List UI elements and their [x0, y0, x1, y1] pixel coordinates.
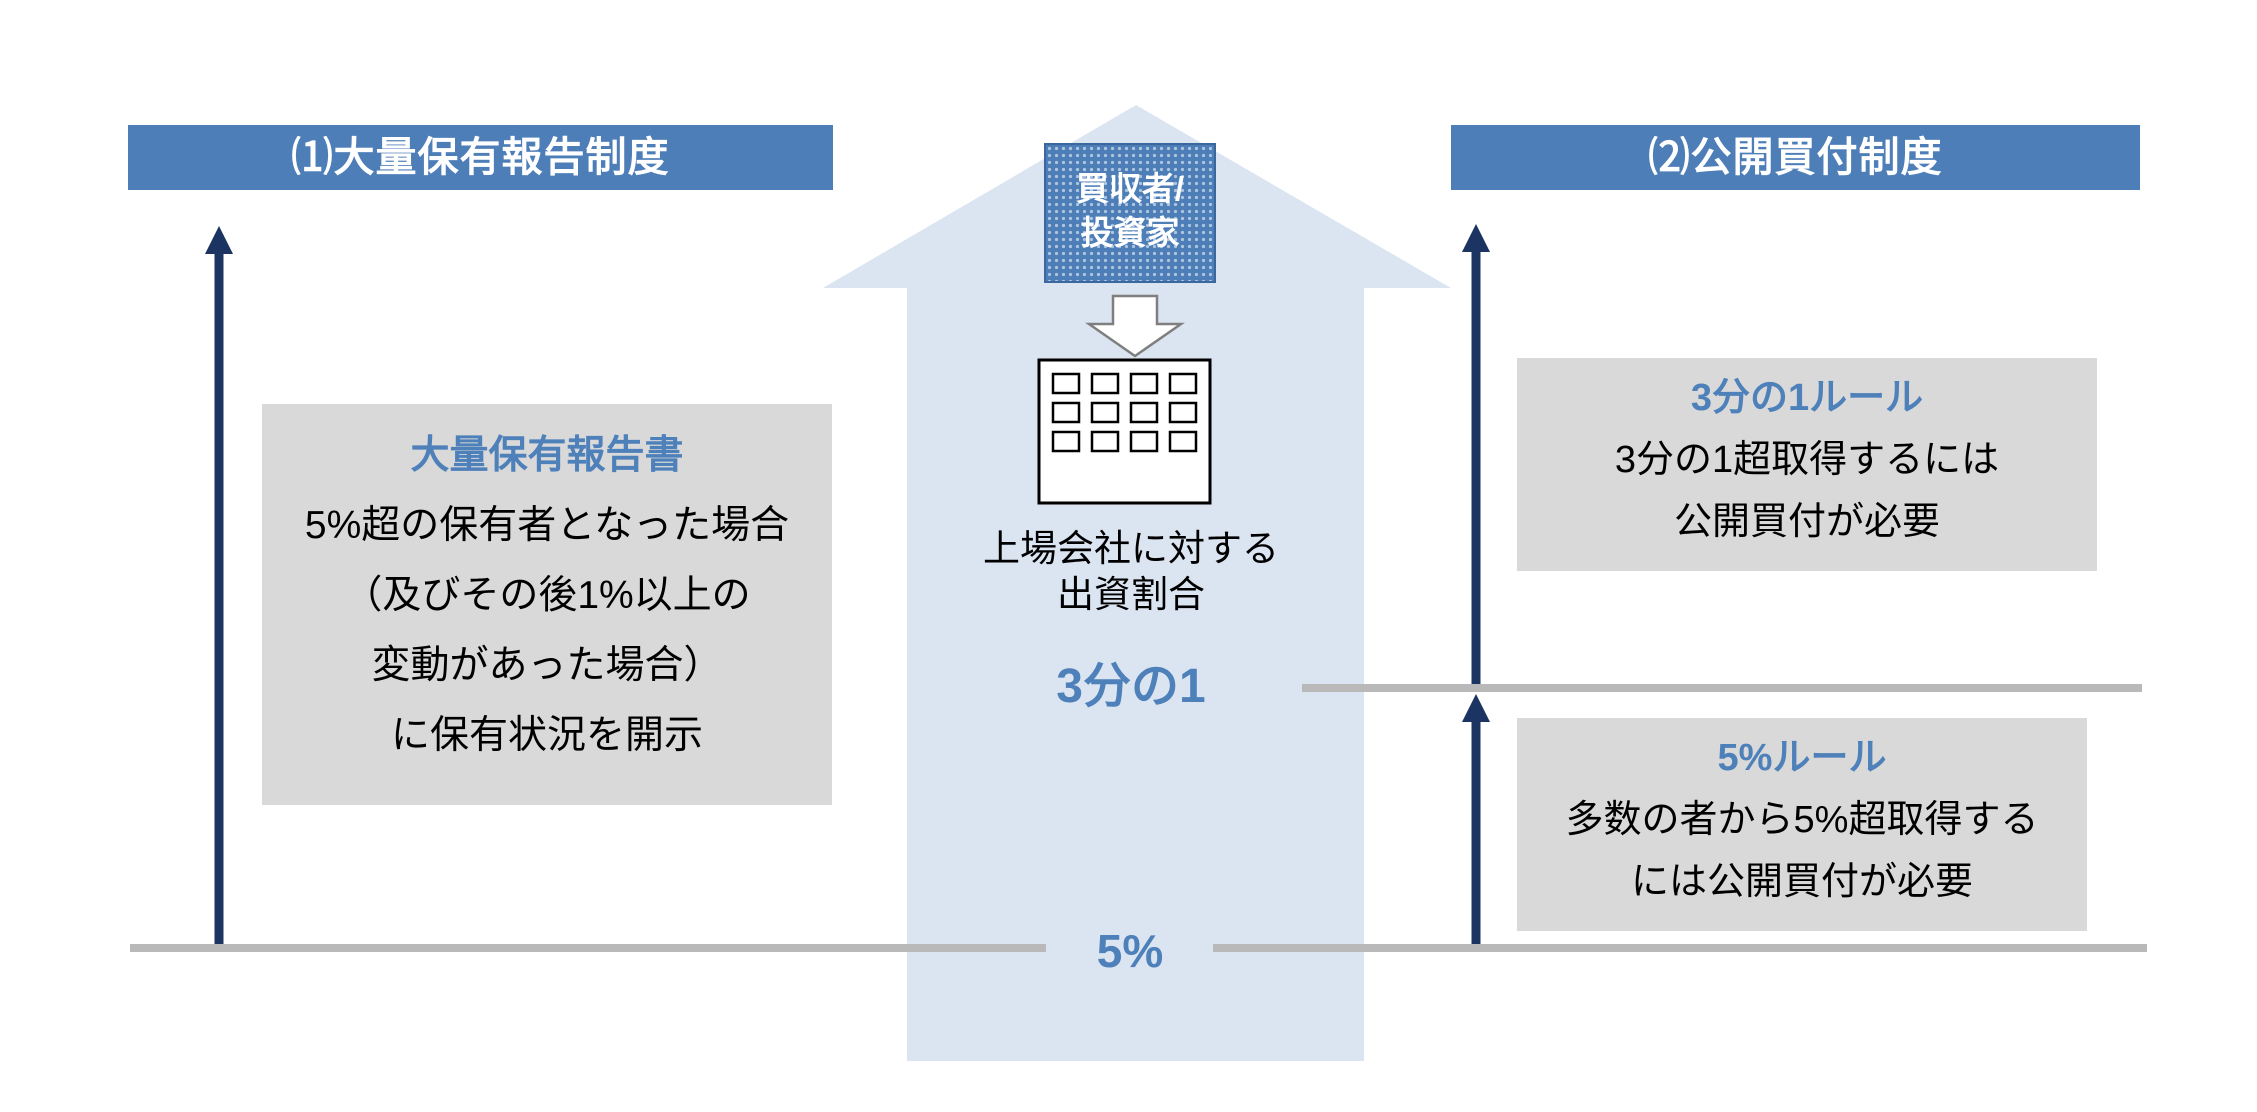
one-third-threshold-label: 3分の1 — [1056, 660, 1206, 713]
five-percent-rule-heading: 5%ルール — [1717, 737, 1887, 779]
one-third-rule-line1: 3分の1超取得するには — [1614, 439, 2000, 481]
acquirer-investor-box: 買収者/ 投資家 — [1044, 143, 1216, 283]
disclosure-box-line1: 5%超の保有者となった場合 — [304, 504, 790, 547]
five-percent-rule-line1: 多数の者から5%超取得する — [1565, 799, 2039, 841]
left-section-banner: ⑴大量保有報告制度 — [128, 125, 833, 190]
large-shareholding-report-box: 大量保有報告書 5%超の保有者となった場合 （及びその後1%以上の 変動があった… — [262, 404, 832, 805]
five-percent-rule-line2: には公開買付が必要 — [1630, 861, 1973, 903]
acquirer-box-line2: 投資家 — [1080, 214, 1180, 251]
one-third-rule-box: 3分の1ルール 3分の1超取得するには 公開買付が必要 — [1517, 358, 2097, 571]
company-caption-line2: 出資割合 — [1057, 574, 1205, 615]
company-caption-line1: 上場会社に対する — [983, 528, 1279, 569]
right-lower-up-arrow-icon — [1462, 694, 1490, 944]
one-third-rule-heading: 3分の1ルール — [1690, 377, 1924, 419]
five-percent-line-left — [130, 944, 1046, 952]
one-third-line — [1302, 684, 2142, 692]
one-third-rule-line2: 公開買付が必要 — [1673, 501, 1940, 543]
five-percent-line-right — [1213, 944, 2147, 952]
disclosure-box-line2: （及びその後1%以上の — [343, 574, 751, 617]
disclosure-box-line4: に保有状況を開示 — [390, 714, 703, 757]
company-caption: 上場会社に対する 出資割合 — [881, 526, 1381, 618]
right-section-banner: ⑵公開買付制度 — [1451, 125, 2140, 190]
down-arrow-icon — [1085, 294, 1185, 358]
left-axis-up-arrow-icon — [205, 226, 233, 944]
disclosure-box-heading: 大量保有報告書 — [410, 434, 684, 477]
disclosure-box-line3: 変動があった場合） — [371, 644, 723, 687]
building-icon — [1037, 358, 1212, 505]
big-up-arrow-icon — [823, 105, 1451, 1061]
acquirer-box-line1: 買収者/ — [1075, 170, 1185, 207]
five-percent-threshold-label: 5% — [1096, 925, 1164, 977]
right-upper-up-arrow-icon — [1462, 224, 1490, 684]
five-percent-rule-box: 5%ルール 多数の者から5%超取得する には公開買付が必要 — [1517, 718, 2087, 931]
